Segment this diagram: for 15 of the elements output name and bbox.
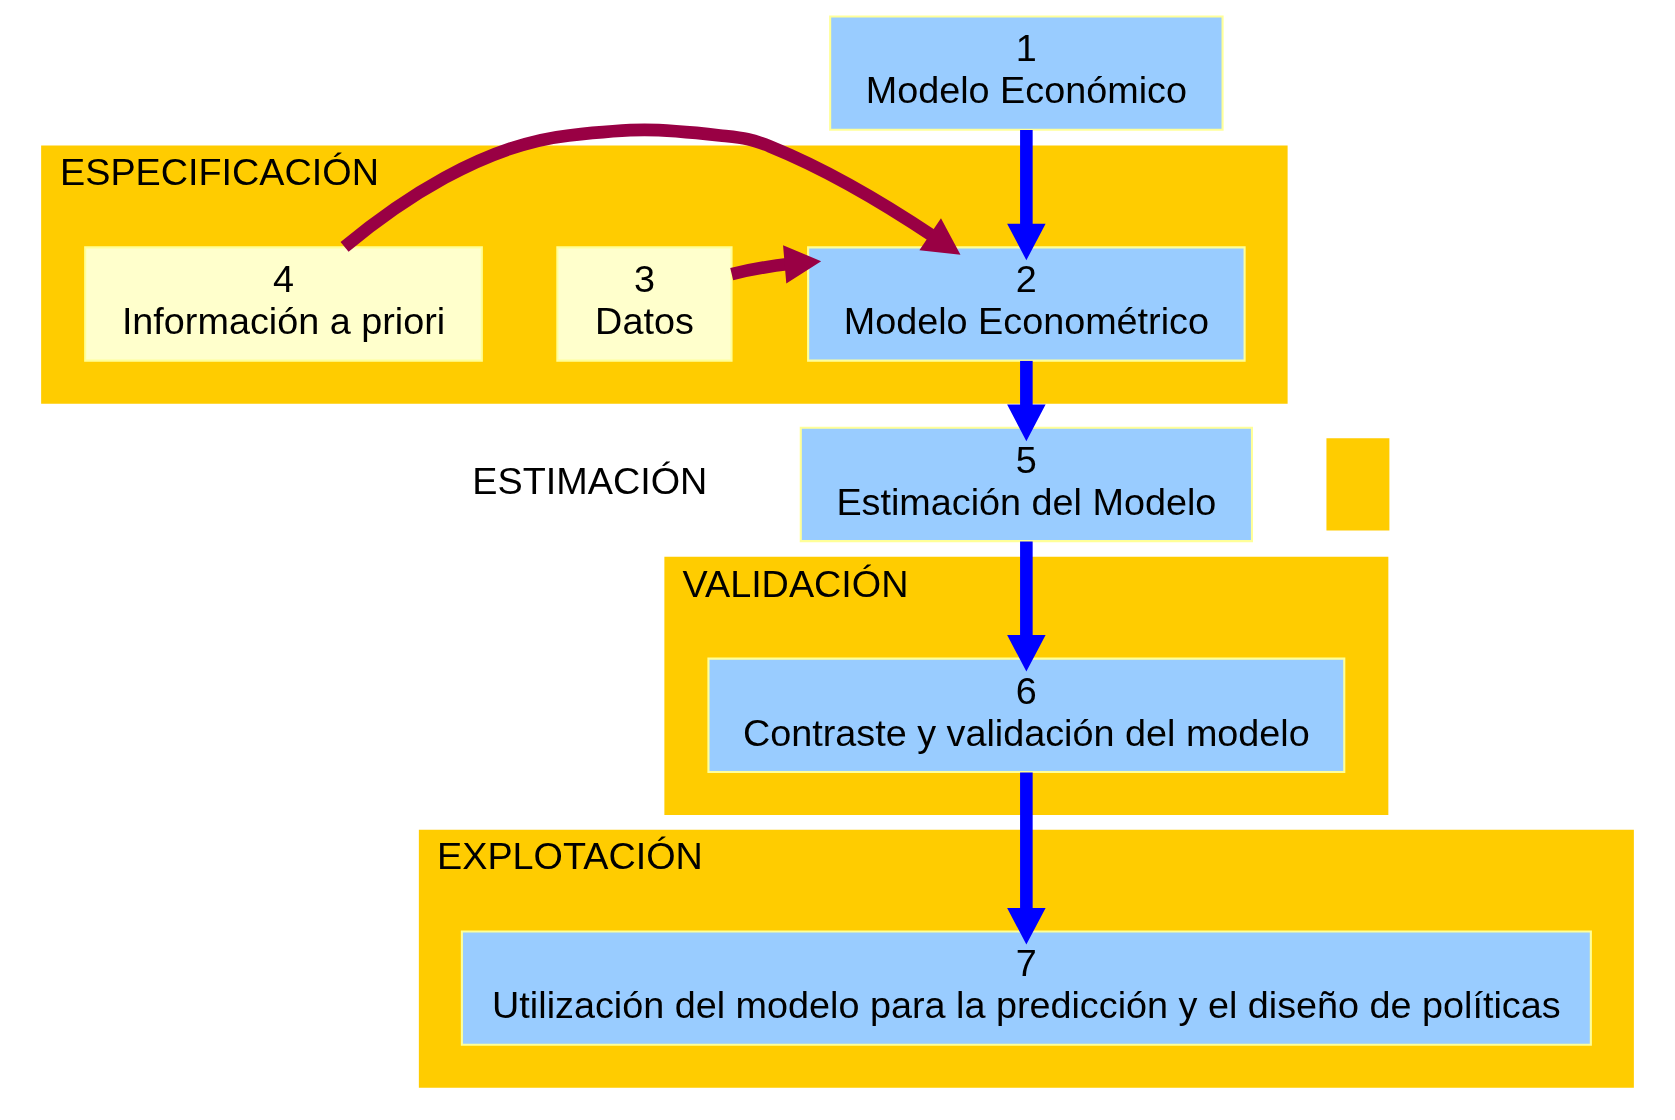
node-box: 2 Modelo Econométrico bbox=[807, 246, 1246, 362]
node-box: 3 Datos bbox=[556, 246, 733, 362]
arrow bbox=[1007, 130, 1046, 261]
label: ESTIMACIÓN bbox=[472, 459, 708, 502]
node-box: 5 Estimación del Modelo bbox=[799, 426, 1253, 543]
arrow bbox=[730, 245, 822, 284]
node-box bbox=[1326, 438, 1390, 531]
arrow bbox=[1007, 772, 1046, 945]
arrow bbox=[1007, 541, 1046, 672]
arrow bbox=[1007, 360, 1046, 442]
arrow bbox=[340, 123, 961, 255]
node-box: 4 Información a priori bbox=[84, 246, 483, 362]
node-box: 6 Contraste y validación del modelo bbox=[707, 657, 1346, 773]
node-box: 7 Utilización del modelo para la predicción y el diseño de políticas bbox=[460, 930, 1592, 1046]
node-box: 1 Modelo Económico bbox=[829, 15, 1224, 131]
